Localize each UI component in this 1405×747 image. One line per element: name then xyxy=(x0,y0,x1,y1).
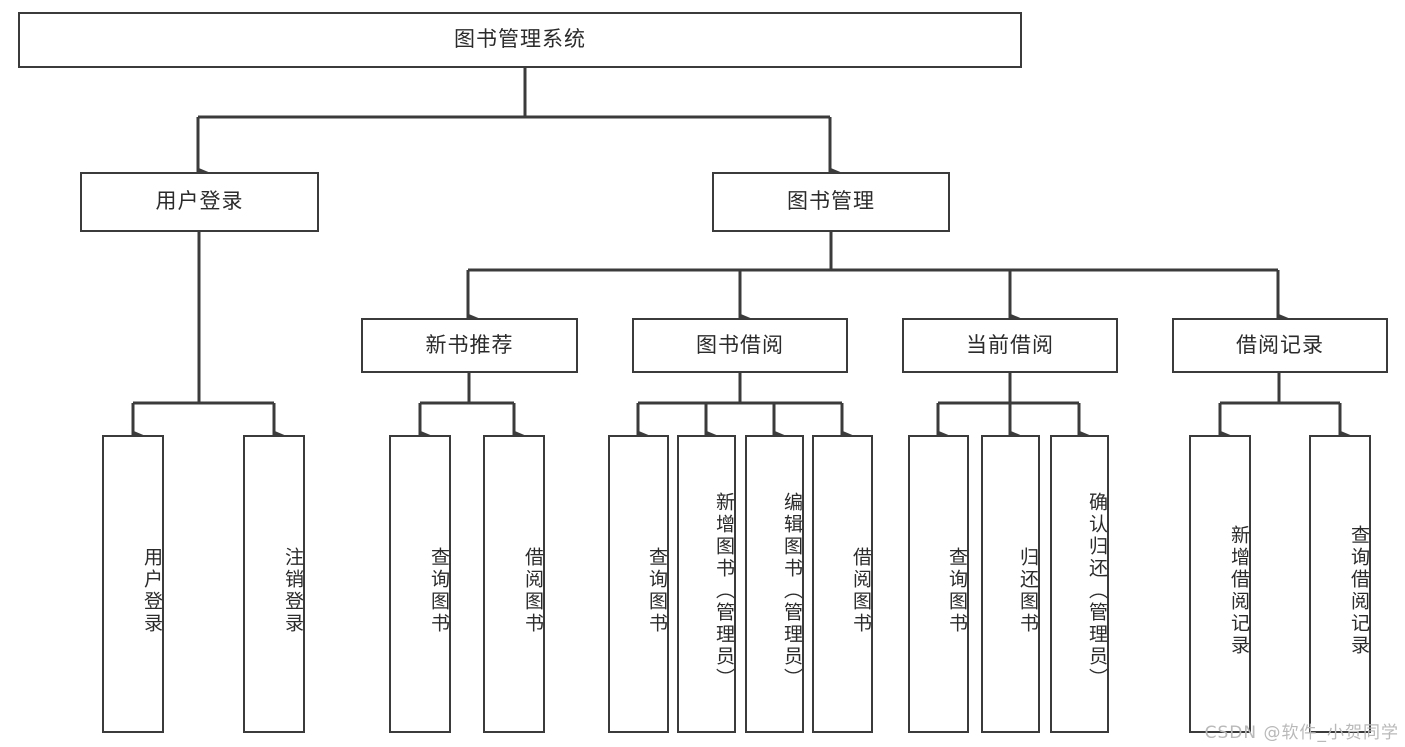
node-current[interactable]: 当前借阅 xyxy=(902,318,1118,373)
node-leaf-edit-book-admin[interactable]: 编辑图书（管理员） xyxy=(745,435,804,733)
node-leaf-query-record[interactable]: 查询借阅记录 xyxy=(1309,435,1371,733)
node-leaf-query-book-1[interactable]: 查询图书 xyxy=(389,435,451,733)
node-leaf-borrow-book-1[interactable]: 借阅图书 xyxy=(483,435,545,733)
node-record[interactable]: 借阅记录 xyxy=(1172,318,1388,373)
node-newbook[interactable]: 新书推荐 xyxy=(361,318,578,373)
node-login[interactable]: 用户登录 xyxy=(80,172,319,232)
node-bookmgmt[interactable]: 图书管理 xyxy=(712,172,950,232)
node-root[interactable]: 图书管理系统 xyxy=(18,12,1022,68)
node-leaf-add-book-admin[interactable]: 新增图书（管理员） xyxy=(677,435,736,733)
node-leaf-logout[interactable]: 注销登录 xyxy=(243,435,305,733)
node-leaf-return-book[interactable]: 归还图书 xyxy=(981,435,1040,733)
watermark-text: CSDN @软件_小贺同学 xyxy=(1204,723,1399,743)
node-leaf-user-login[interactable]: 用户登录 xyxy=(102,435,164,733)
node-leaf-add-record[interactable]: 新增借阅记录 xyxy=(1189,435,1251,733)
node-leaf-query-book-3[interactable]: 查询图书 xyxy=(908,435,969,733)
node-borrow[interactable]: 图书借阅 xyxy=(632,318,848,373)
node-leaf-borrow-book-2[interactable]: 借阅图书 xyxy=(812,435,873,733)
node-leaf-confirm-return[interactable]: 确认归还（管理员） xyxy=(1050,435,1109,733)
node-leaf-query-book-2[interactable]: 查询图书 xyxy=(608,435,669,733)
